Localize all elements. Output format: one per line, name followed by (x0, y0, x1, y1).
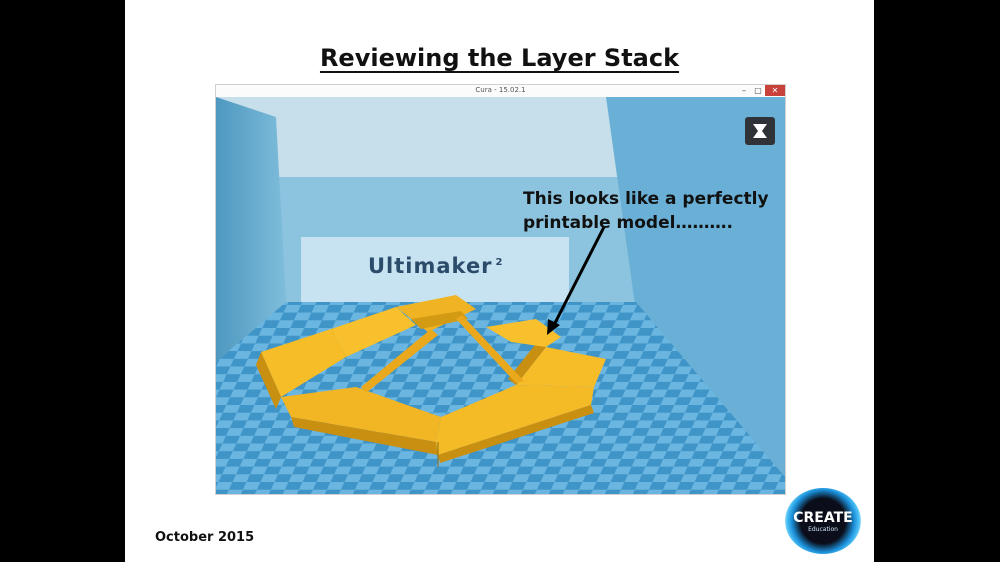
create-education-logo: CREATE Education (785, 488, 861, 554)
logo-line-1: CREATE (793, 510, 853, 526)
cura-logo-glyph (753, 124, 767, 138)
cura-window: Cura - 15.02.1 – ▢ ✕ (215, 84, 786, 495)
annotation-arrow-head (547, 319, 560, 335)
minimize-button[interactable]: – (742, 86, 746, 95)
right-wall (606, 97, 785, 494)
slide-date: October 2015 (155, 530, 255, 545)
3d-model[interactable] (256, 295, 606, 467)
maximize-button[interactable]: ▢ (754, 86, 762, 95)
annotation-arrow (552, 226, 606, 326)
cura-logo-icon[interactable] (745, 117, 775, 145)
close-button[interactable]: ✕ (765, 85, 785, 96)
annotation-line-2: printable model………. (523, 213, 733, 233)
left-wall (216, 97, 286, 362)
slide: Reviewing the Layer Stack Cura - 15.02.1… (125, 0, 874, 562)
slide-title: Reviewing the Layer Stack (319, 44, 680, 72)
annotation-text: This looks like a perfectly printable mo… (523, 187, 773, 235)
window-title: Cura - 15.02.1 (475, 86, 526, 94)
annotation-line-1: This looks like a perfectly (523, 189, 769, 209)
logo-line-2: Education (808, 526, 838, 533)
scene-svg (216, 97, 785, 494)
